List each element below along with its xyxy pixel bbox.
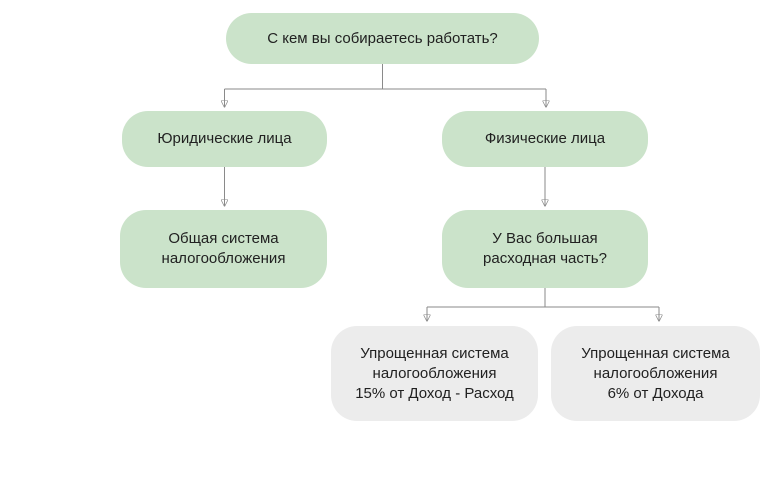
node-big-expenses-question-label: У Вас большая расходная часть? [483,230,607,267]
node-usn-15-percent-label: Упрощенная система налогообложения 15% о… [355,344,514,402]
node-legal-entities: Юридические лица [122,111,327,167]
node-individuals-label: Физические лица [484,130,606,147]
node-usn-6-percent: Упрощенная система налогообложения 6% от… [551,326,760,421]
node-individuals: Физические лица [442,111,648,167]
node-legal-entities-label: Юридические лица [157,130,292,147]
node-root-question: С кем вы собираетесь работать? [226,13,539,64]
node-usn-6-percent-label: Упрощенная система налогообложения 6% от… [581,344,730,402]
node-big-expenses-question: У Вас большая расходная часть? [442,210,648,288]
node-general-taxation: Общая система налогообложения [120,210,327,288]
node-usn-15-percent: Упрощенная система налогообложения 15% о… [331,326,538,421]
node-root-question-label: С кем вы собираетесь работать? [267,29,498,47]
node-general-taxation-label: Общая система налогообложения [161,230,286,267]
